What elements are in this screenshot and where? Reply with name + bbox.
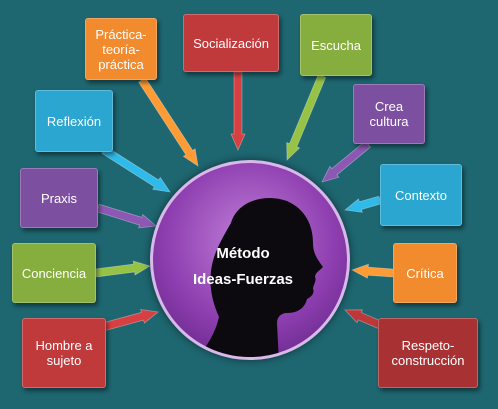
node-hombre-a-sujeto: Hombre a sujeto — [22, 318, 106, 388]
arrow-socializacion — [230, 71, 246, 151]
arrow-praxis — [96, 203, 157, 229]
arrow-reflexion — [101, 146, 171, 193]
arrow-practica — [138, 77, 199, 167]
arrow-conciencia — [95, 260, 151, 278]
arrow-contexto — [344, 195, 382, 213]
center-title: Método Ideas-Fuerzas — [192, 245, 294, 288]
node-crea-cultura: Crea cultura — [353, 84, 425, 144]
node-critica: Crítica — [393, 243, 457, 303]
node-escucha: Escucha — [300, 14, 372, 76]
node-socializacion: Socialización — [183, 14, 279, 72]
center-circle: Método Ideas-Fuerzas — [150, 160, 350, 360]
node-praxis: Praxis — [20, 168, 98, 228]
arrow-crea-cultura — [321, 140, 372, 183]
node-practica-teoria-practica: Práctica- teoría- práctica — [85, 18, 157, 80]
node-conciencia: Conciencia — [12, 243, 96, 303]
node-contexto: Contexto — [380, 164, 462, 226]
arrow-escucha — [286, 73, 327, 161]
head-silhouette-icon — [197, 198, 323, 357]
arrow-critica — [351, 263, 394, 279]
node-reflexion: Reflexión — [35, 90, 113, 152]
node-respeto-construccion: Respeto- construcción — [378, 318, 478, 388]
